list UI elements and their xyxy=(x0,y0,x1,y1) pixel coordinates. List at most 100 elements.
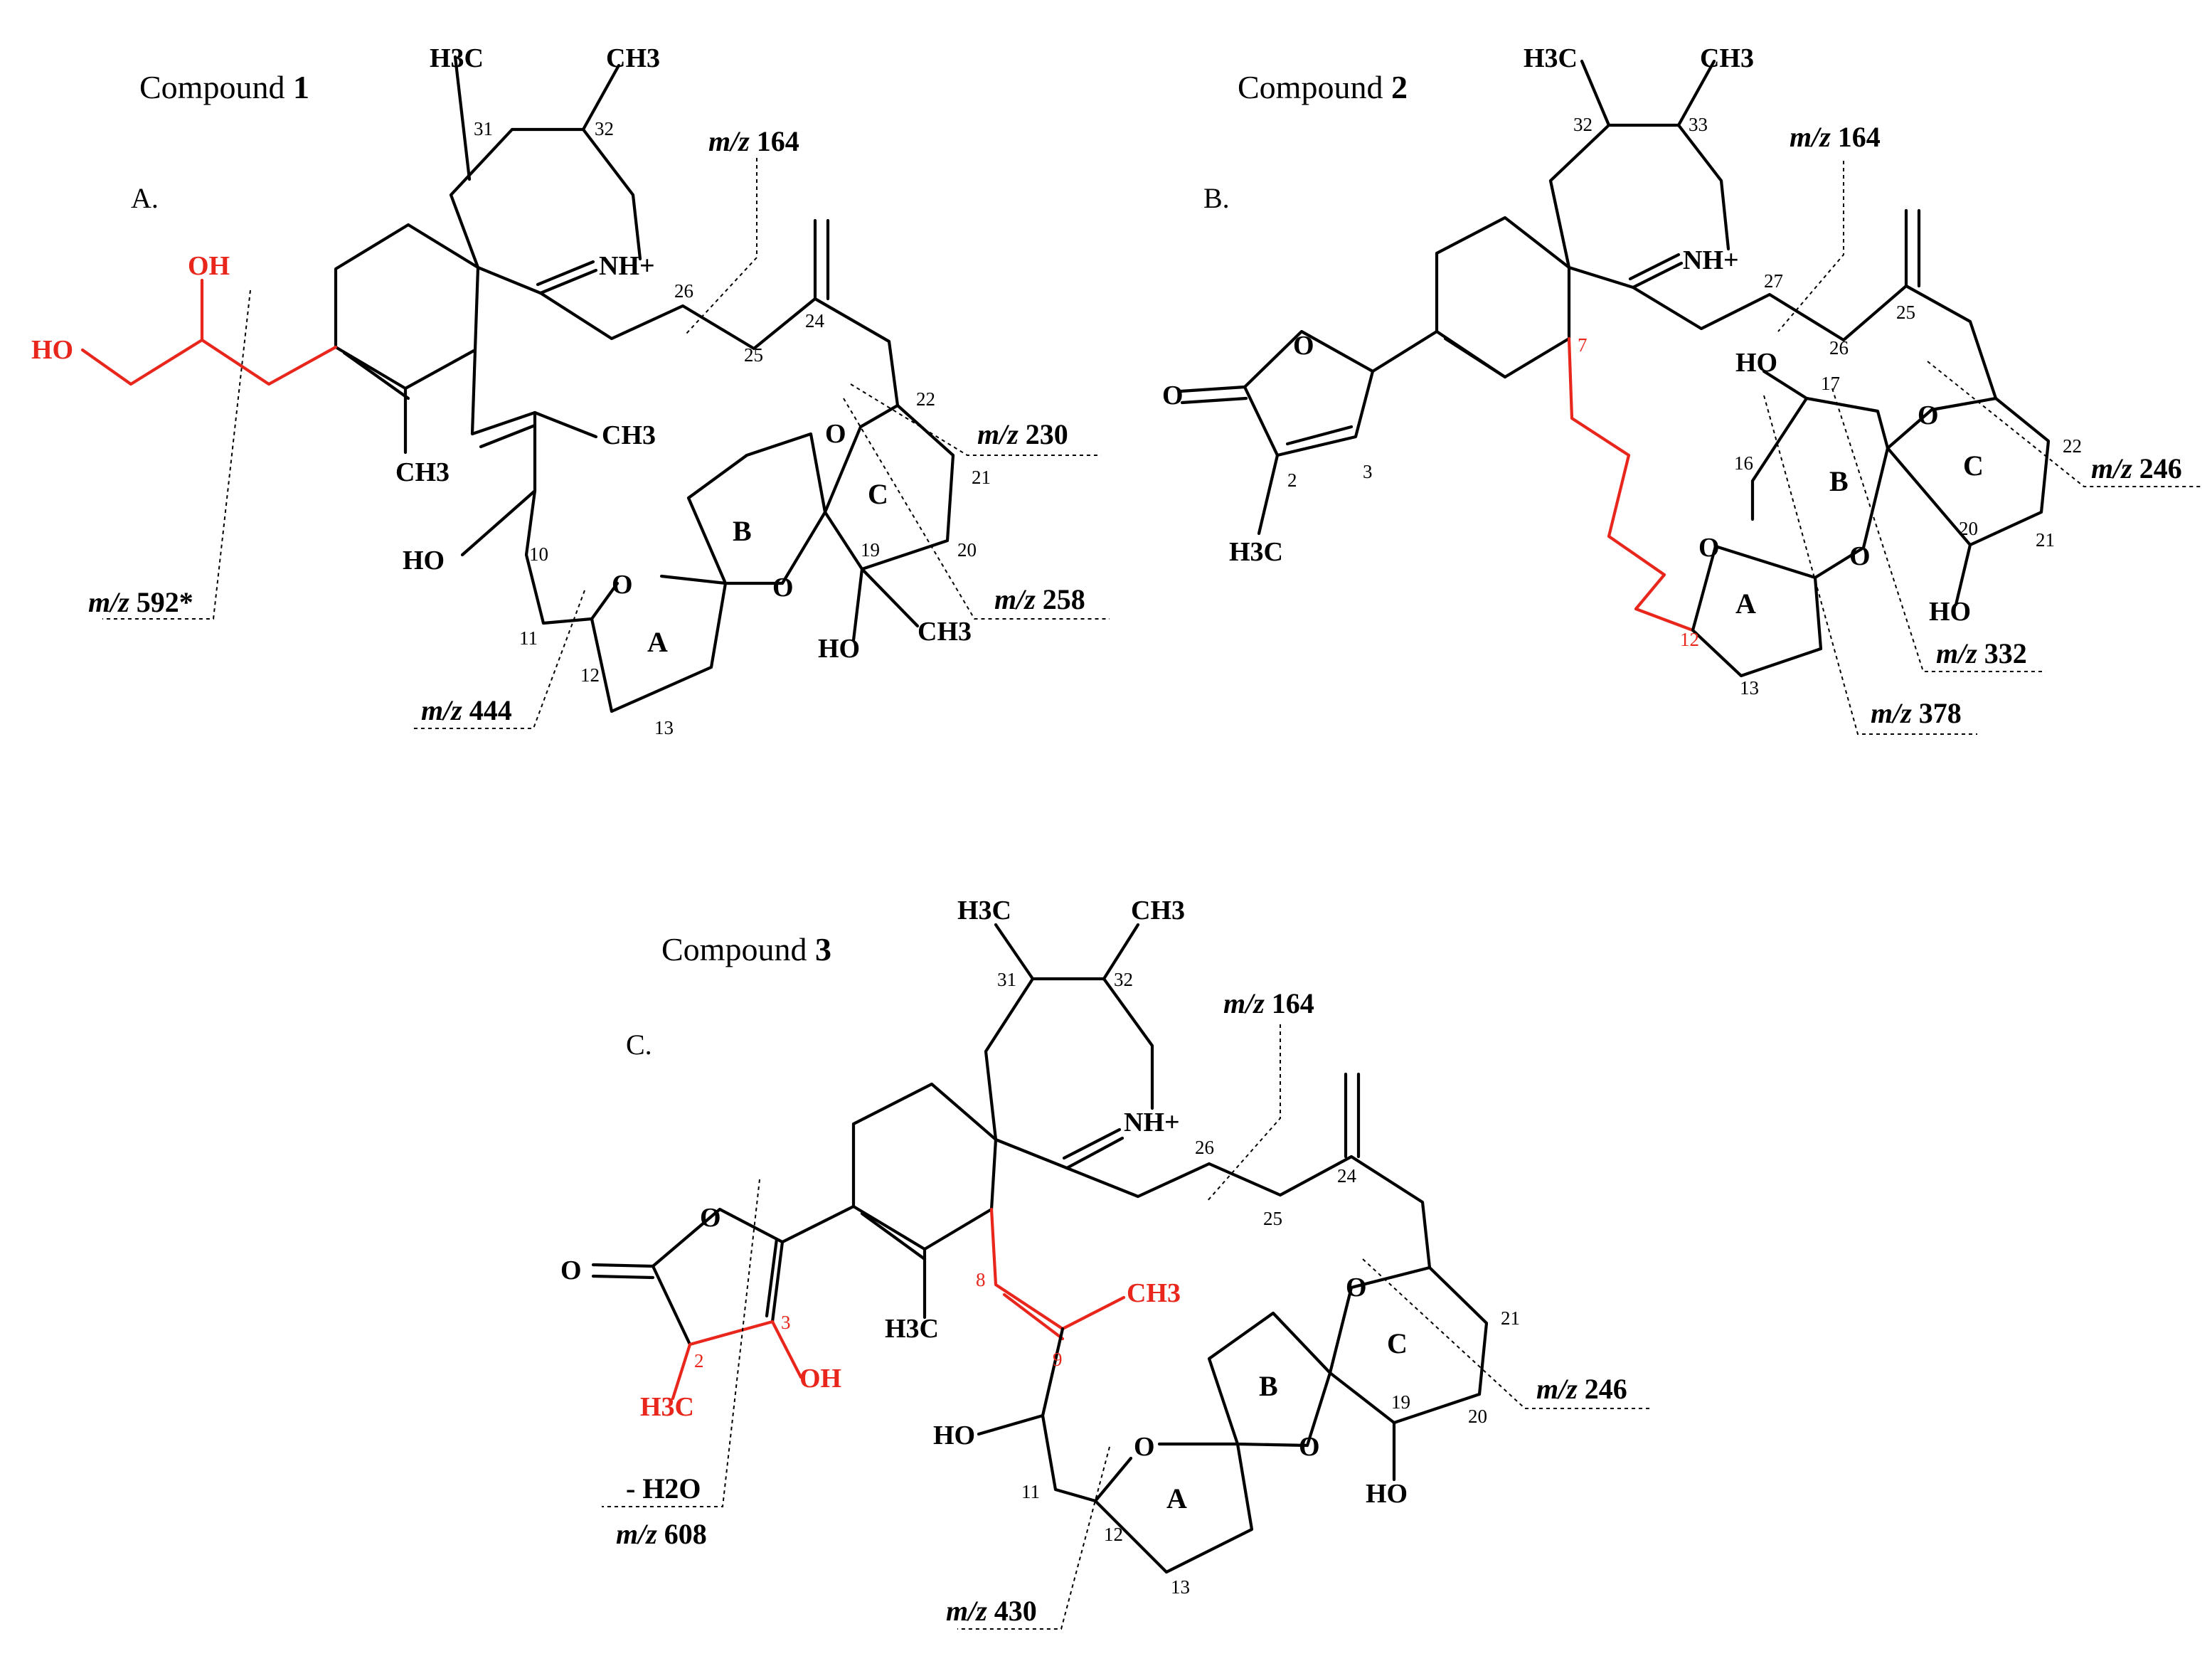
cut-608 xyxy=(602,1179,760,1507)
atom-number-2: 2 xyxy=(1287,469,1297,491)
fragment-label-164: m/z 164 xyxy=(708,125,799,157)
compound-2-title: Compound 2 xyxy=(1238,69,1408,105)
oxygen-b-label: O xyxy=(1299,1432,1320,1462)
nh-plus-label: NH+ xyxy=(1124,1108,1180,1137)
c9-c12-chain xyxy=(524,410,620,625)
atom-number-32: 32 xyxy=(1573,114,1592,135)
atom-number-7: 7 xyxy=(1578,334,1588,356)
h3c-2-label: H3C xyxy=(1229,537,1283,567)
cyclohexene-double-bond xyxy=(1443,336,1507,379)
c27-c22-chain xyxy=(1631,284,1998,400)
ring-a xyxy=(1093,1442,1254,1574)
panel-label-c: C. xyxy=(626,1029,652,1061)
alkene-bonds xyxy=(470,348,598,449)
ring-label-b: B xyxy=(1259,1370,1278,1402)
ring-label-a: A xyxy=(1166,1482,1187,1514)
compound-1-title: Compound 1 xyxy=(139,69,309,105)
panel-label-a: A. xyxy=(131,182,159,214)
atom-number-31: 31 xyxy=(474,118,493,139)
atom-number-19: 19 xyxy=(861,539,880,561)
atom-number-8: 8 xyxy=(976,1269,986,1290)
atom-number-21: 21 xyxy=(972,467,991,488)
butenolide-double-bond xyxy=(1285,425,1354,446)
imine-bonds xyxy=(1567,253,1684,290)
ch3-label: CH3 xyxy=(606,43,660,73)
atom-number-20: 20 xyxy=(1959,518,1978,539)
atom-number-22: 22 xyxy=(916,388,935,410)
atom-number-31: 31 xyxy=(997,969,1016,990)
exo-methylene xyxy=(1344,1072,1361,1159)
atom-number-17: 17 xyxy=(1821,373,1840,394)
c26-c22-chain xyxy=(1065,1155,1432,1270)
c10-hydroxyl-bond xyxy=(977,1413,1045,1436)
cyclohexene-double-bond xyxy=(342,351,410,400)
h3c-label: H3C xyxy=(1524,43,1578,73)
diol-side-chain xyxy=(80,278,338,386)
exo-methylene xyxy=(1904,208,1921,288)
ch3-alkene-label: CH3 xyxy=(602,420,656,450)
h3c-ring-label: H3C xyxy=(885,1314,939,1344)
ring-a xyxy=(590,574,728,713)
ch3-label: CH3 xyxy=(1131,896,1185,925)
atom-number-25: 25 xyxy=(1263,1208,1282,1229)
oxygen-c-label: O xyxy=(1346,1273,1367,1302)
atom-number-11: 11 xyxy=(1021,1481,1040,1502)
ch3-9-label: CH3 xyxy=(1127,1278,1181,1308)
c26-c22-chain xyxy=(538,291,900,408)
ring-b xyxy=(686,432,827,585)
exo-methylene xyxy=(813,218,830,301)
ring-label-a: A xyxy=(647,626,668,658)
atom-number-26: 26 xyxy=(1829,337,1849,359)
oh-3-label: OH xyxy=(799,1364,841,1394)
c10-c12-chain xyxy=(1041,1327,1133,1503)
atom-number-3: 3 xyxy=(781,1312,791,1333)
fragment-cut-lines xyxy=(102,158,1110,729)
ring-a xyxy=(1691,544,1823,678)
oxygen-c-label: O xyxy=(825,419,846,449)
atom-number-3: 3 xyxy=(1363,461,1373,482)
oxygen-b-label: O xyxy=(1849,541,1871,571)
atom-number-16: 16 xyxy=(1734,452,1753,474)
ring-oxygen-label: O xyxy=(700,1203,721,1233)
ring-b xyxy=(1207,1311,1332,1448)
fragment-label-430: m/z 430 xyxy=(946,1595,1037,1627)
compound-3-panel: Compound 3 C. H3C CH3 NH+ O O H3C OH H3C… xyxy=(560,896,1650,1630)
ch3-19-label: CH3 xyxy=(918,617,972,647)
ho-17-label: HO xyxy=(1735,348,1777,378)
cut-164 xyxy=(1777,161,1844,332)
oxygen-c-label: O xyxy=(1918,400,1939,430)
cut-444 xyxy=(411,590,585,729)
ring-methyl-bonds xyxy=(994,923,1140,981)
ring-label-c: C xyxy=(1387,1327,1408,1359)
fragment-label-164: m/z 164 xyxy=(1223,987,1314,1019)
cut-246 xyxy=(1362,1258,1650,1409)
fragment-label-164: m/z 164 xyxy=(1790,121,1881,153)
atom-number-20: 20 xyxy=(1468,1406,1487,1427)
fragment-label-592: m/z 592* xyxy=(88,586,193,618)
atom-number-12: 12 xyxy=(1680,629,1699,650)
ho-19-label: HO xyxy=(818,634,860,664)
atom-number-21: 21 xyxy=(2036,529,2055,551)
atom-number-13: 13 xyxy=(654,717,674,738)
fragment-label-332: m/z 332 xyxy=(1936,637,2027,669)
water-loss-label: - H2O xyxy=(626,1472,701,1504)
c2-methyl-bond xyxy=(1257,453,1280,536)
fragment-label-378: m/z 378 xyxy=(1871,697,1962,729)
carbonyl-bond xyxy=(591,1263,655,1280)
cut-230 xyxy=(850,383,1101,456)
compound-3-structure xyxy=(591,923,1489,1574)
cut-332 xyxy=(1831,388,2046,672)
cut-258 xyxy=(843,398,1110,620)
nh-plus-label: NH+ xyxy=(1683,245,1739,275)
atom-number-9: 9 xyxy=(1053,1349,1063,1370)
atom-number-2: 2 xyxy=(694,1350,704,1371)
atom-number-11: 11 xyxy=(519,627,538,649)
lactone-oxygen-label: O xyxy=(1162,381,1184,410)
compound-3-title: Compound 3 xyxy=(661,931,831,967)
atom-number-24: 24 xyxy=(805,310,825,331)
fragment-cut-lines xyxy=(1763,161,2202,735)
h3c-label: H3C xyxy=(957,896,1011,925)
cut-430 xyxy=(957,1446,1110,1630)
ring-methyl-bonds xyxy=(453,55,621,181)
fragment-label-230: m/z 230 xyxy=(977,418,1068,450)
